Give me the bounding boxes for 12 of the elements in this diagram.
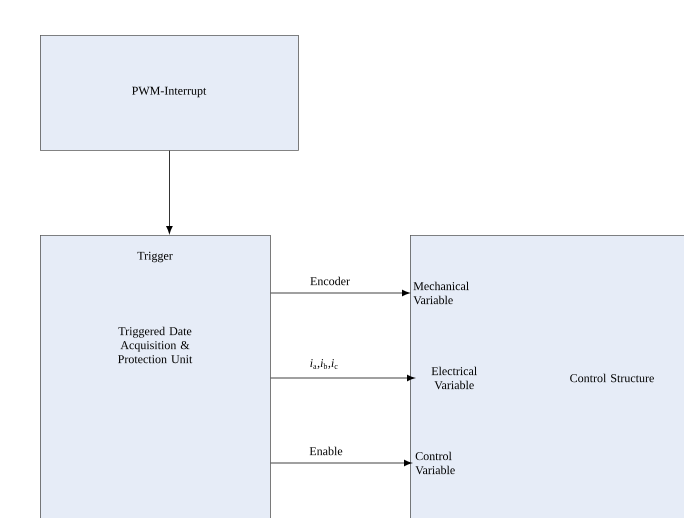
arrow bbox=[270, 290, 410, 296]
variable-label: Electrical Variable bbox=[432, 366, 477, 390]
block-box: PWM-Interrupt bbox=[40, 35, 299, 151]
edge-label: Enable bbox=[310, 446, 342, 456]
edge-label: Encoder bbox=[310, 276, 350, 286]
arrow bbox=[270, 374, 415, 382]
variable-label: Mechanical Variable bbox=[413, 282, 469, 304]
variable-label: Control Variable bbox=[415, 452, 455, 474]
arrow bbox=[270, 460, 412, 466]
arrow bbox=[166, 150, 173, 234]
edge-label: i$_{a}$,i$_{b}$,i$_{c}$ bbox=[310, 359, 338, 369]
block-box: Trigger Triggered Date Acquisition & Protection Unit bbox=[40, 235, 271, 518]
